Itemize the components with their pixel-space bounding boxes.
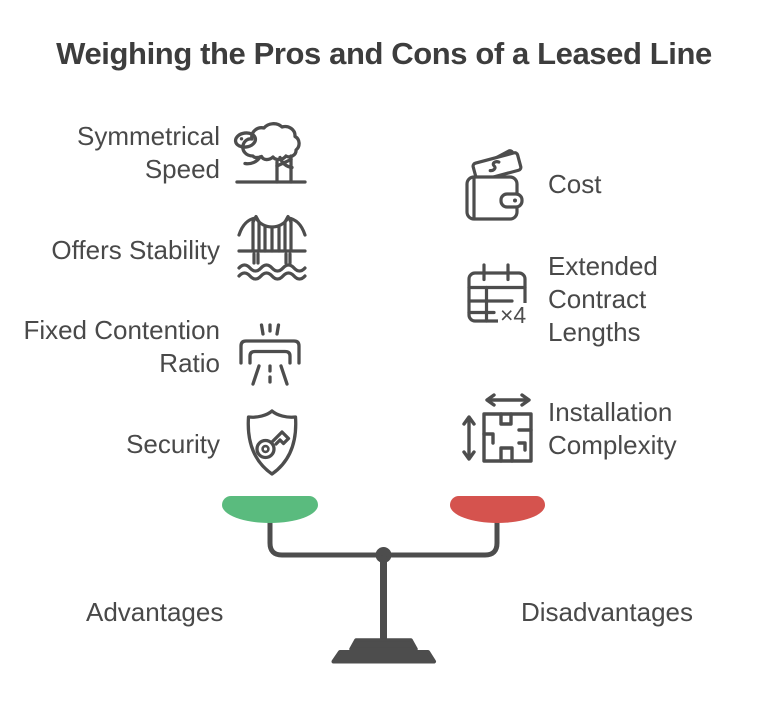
advantage-label-security: Security bbox=[126, 429, 220, 459]
advantages-side-label: Advantages bbox=[86, 597, 224, 627]
highway-overpass-icon bbox=[233, 316, 307, 390]
floorplan-measure-icon bbox=[460, 391, 536, 466]
disadvantage-label-extended-contract-lengths: Extended Contract Lengths bbox=[548, 251, 658, 347]
advantage-label-offers-stability: Offers Stability bbox=[51, 235, 220, 265]
calendar-x4-icon: ×4 bbox=[462, 257, 532, 332]
scale-base-upper bbox=[349, 638, 418, 651]
scale-base-lower bbox=[331, 650, 436, 664]
disadvantages-side-label: Disadvantages bbox=[521, 597, 693, 627]
calendar-x4-annotation: ×4 bbox=[500, 302, 526, 328]
advantage-label-symmetrical-speed: Symmetrical Speed bbox=[76, 121, 220, 184]
sheep-jumping-fence-icon bbox=[231, 118, 311, 192]
disadvantage-label-cost: Cost bbox=[548, 169, 602, 199]
suspension-bridge-icon bbox=[234, 210, 310, 284]
scale-post bbox=[380, 555, 387, 641]
advantage-label-fixed-contention-ratio: Fixed Contention Ratio bbox=[23, 315, 220, 378]
disadvantage-label-installation-complexity: Installation Complexity bbox=[548, 397, 677, 460]
page-title: Weighing the Pros and Cons of a Leased L… bbox=[56, 36, 712, 71]
wallet-money-icon bbox=[464, 147, 532, 223]
shield-key-icon bbox=[237, 404, 307, 482]
